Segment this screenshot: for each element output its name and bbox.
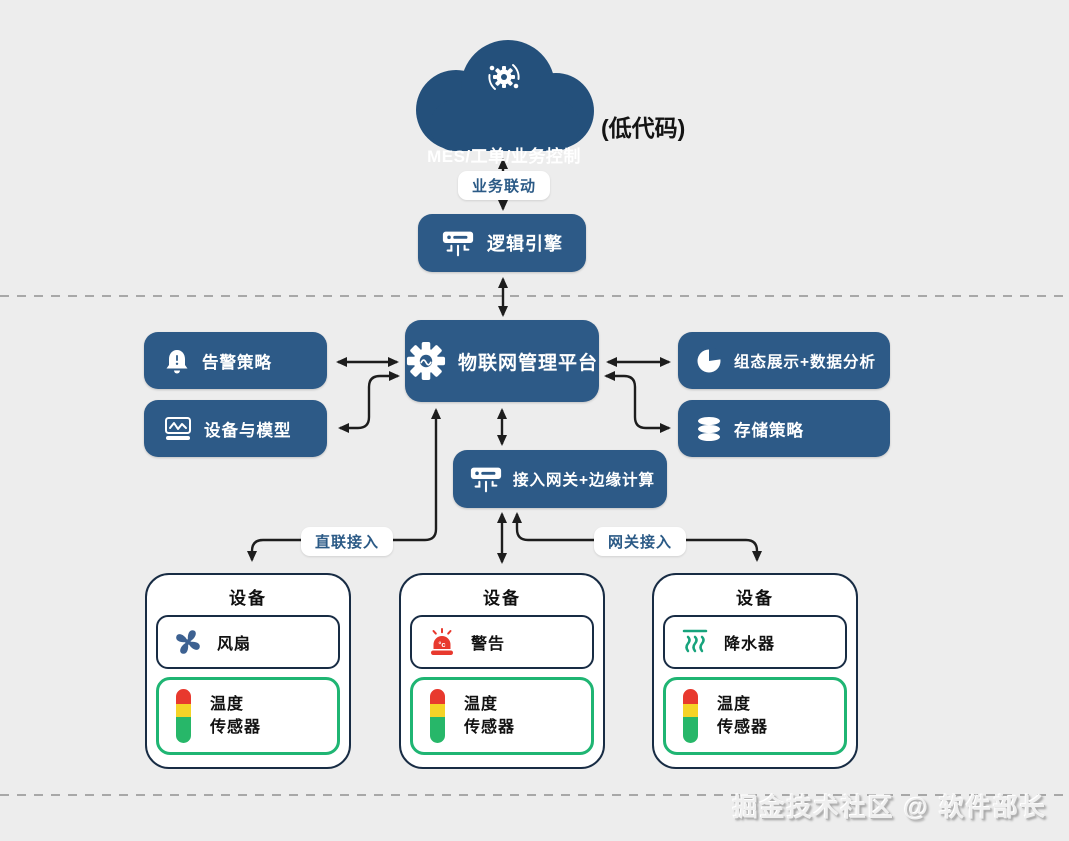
node-logic-engine: 逻辑引擎	[418, 214, 586, 272]
label-direct-access: 直联接入	[301, 527, 394, 556]
peripheral-label: 警告	[471, 636, 506, 653]
sensor-label: 温度 传感器	[464, 695, 516, 736]
device-card-fan: 设备 风扇	[145, 573, 351, 769]
sensor-box: 温度 传感器	[156, 677, 340, 755]
sensor-box: 温度 传感器	[663, 677, 847, 755]
tower-light-icon	[428, 687, 448, 745]
device-title: 设备	[483, 589, 521, 608]
peripheral-box: 风扇	[156, 615, 340, 669]
gear-icon	[406, 341, 446, 381]
node-edge-gateway: 接入网关+边缘计算	[453, 450, 667, 508]
peripheral-label: 降水器	[724, 636, 776, 653]
device-wave-icon	[164, 416, 192, 442]
label-business-link: 业务联动	[458, 171, 551, 200]
sprinkler-icon	[680, 628, 710, 656]
connector	[633, 402, 671, 433]
cloud-label: MES/工单/业务控制	[427, 147, 581, 166]
node-device-model: 设备与模型	[144, 400, 327, 457]
node-label: 物联网管理平台	[457, 352, 598, 374]
dashed-separator-top	[0, 295, 1069, 297]
node-label: 设备与模型	[204, 421, 292, 440]
node-storage-policy: 存储策略	[678, 400, 890, 457]
peripheral-label: 风扇	[217, 636, 252, 653]
tower-light-icon	[174, 687, 194, 745]
lowcode-note: (低代码)	[601, 115, 686, 141]
watermark: 掘金技术社区 @ 软件部长	[732, 794, 1047, 822]
pie-chart-icon	[696, 347, 722, 374]
tower-light-icon	[681, 687, 701, 745]
node-alarm-policy: 告警策略	[144, 332, 327, 389]
sensor-label: 温度 传感器	[717, 695, 769, 736]
connector	[604, 371, 637, 402]
node-label: 组态展示+数据分析	[734, 353, 877, 371]
gateway-hub-icon	[441, 227, 475, 259]
device-title: 设备	[736, 589, 774, 608]
node-label: 存储策略	[734, 421, 804, 440]
sensor-box: 温度 传感器	[410, 677, 594, 755]
node-scada-analysis: 组态展示+数据分析	[678, 332, 890, 389]
label-gateway-access: 网关接入	[594, 527, 687, 556]
fan-icon	[173, 627, 203, 657]
node-label: 告警策略	[202, 353, 272, 372]
gateway-hub-icon	[469, 463, 503, 495]
dashed-separator-bottom	[0, 794, 1069, 796]
node-label: 接入网关+边缘计算	[513, 472, 656, 489]
node-iot-platform: 物联网管理平台	[405, 320, 599, 402]
peripheral-box: °c 警告	[410, 615, 594, 669]
peripheral-box: 降水器	[663, 615, 847, 669]
cloud-node-mes: MES/工单/业务控制	[408, 38, 600, 166]
device-card-sprinkler: 设备 降水器	[652, 573, 858, 769]
database-icon	[696, 416, 722, 442]
device-card-alarm: 设备 °c 警告	[399, 573, 605, 769]
alarm-bell-icon	[164, 347, 190, 375]
connector	[367, 371, 400, 402]
connector	[338, 402, 371, 433]
node-label: 逻辑引擎	[487, 234, 563, 254]
automation-gears-icon	[485, 58, 523, 96]
siren-icon-text: °c	[438, 640, 445, 649]
cloud-shape	[416, 40, 594, 151]
sensor-label: 温度 传感器	[210, 695, 262, 736]
siren-icon: °c	[427, 628, 457, 656]
device-title: 设备	[229, 589, 267, 608]
